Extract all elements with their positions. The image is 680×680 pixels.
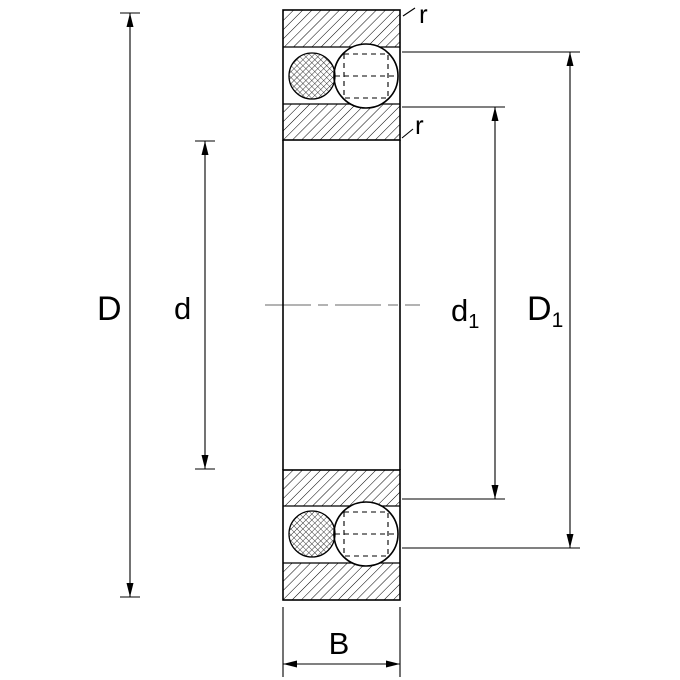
arrow-B-left — [283, 660, 297, 668]
dimension-labels: D d d1 D1 B r r — [97, 0, 563, 661]
label-r-inner: r — [415, 110, 424, 140]
arrow-D-top — [126, 13, 134, 27]
bearing-section — [282, 9, 401, 601]
label-d: d — [174, 291, 191, 326]
leader-r-inner — [401, 128, 414, 139]
dimension-lines — [120, 7, 580, 677]
top-ring-outline — [282, 9, 401, 141]
label-D1: D1 — [527, 290, 563, 332]
dimension-arrows — [126, 13, 574, 668]
label-r-outer: r — [419, 0, 428, 29]
outer-ring-top-section — [283, 10, 400, 47]
leader-r-outer — [402, 7, 416, 17]
bottom-ring-outline — [282, 469, 401, 601]
arrow-D1-top — [566, 52, 574, 66]
arrow-d-bottom — [201, 455, 209, 469]
arrow-D1-bottom — [566, 534, 574, 548]
arrow-B-right — [386, 660, 400, 668]
outer-ring-bottom-section — [283, 563, 400, 600]
label-D: D — [97, 290, 122, 328]
arrow-D-bottom — [126, 583, 134, 597]
arrow-d1-bottom — [491, 485, 499, 499]
arrow-d1-top — [491, 107, 499, 121]
arrow-d-top — [201, 141, 209, 155]
label-B: B — [329, 626, 350, 661]
inner-ring-bottom-section — [283, 470, 400, 506]
label-d1: d1 — [451, 293, 479, 333]
cage-section-bottom — [288, 510, 336, 558]
cage-section-top — [288, 52, 336, 100]
inner-ring-top-section — [283, 104, 400, 140]
